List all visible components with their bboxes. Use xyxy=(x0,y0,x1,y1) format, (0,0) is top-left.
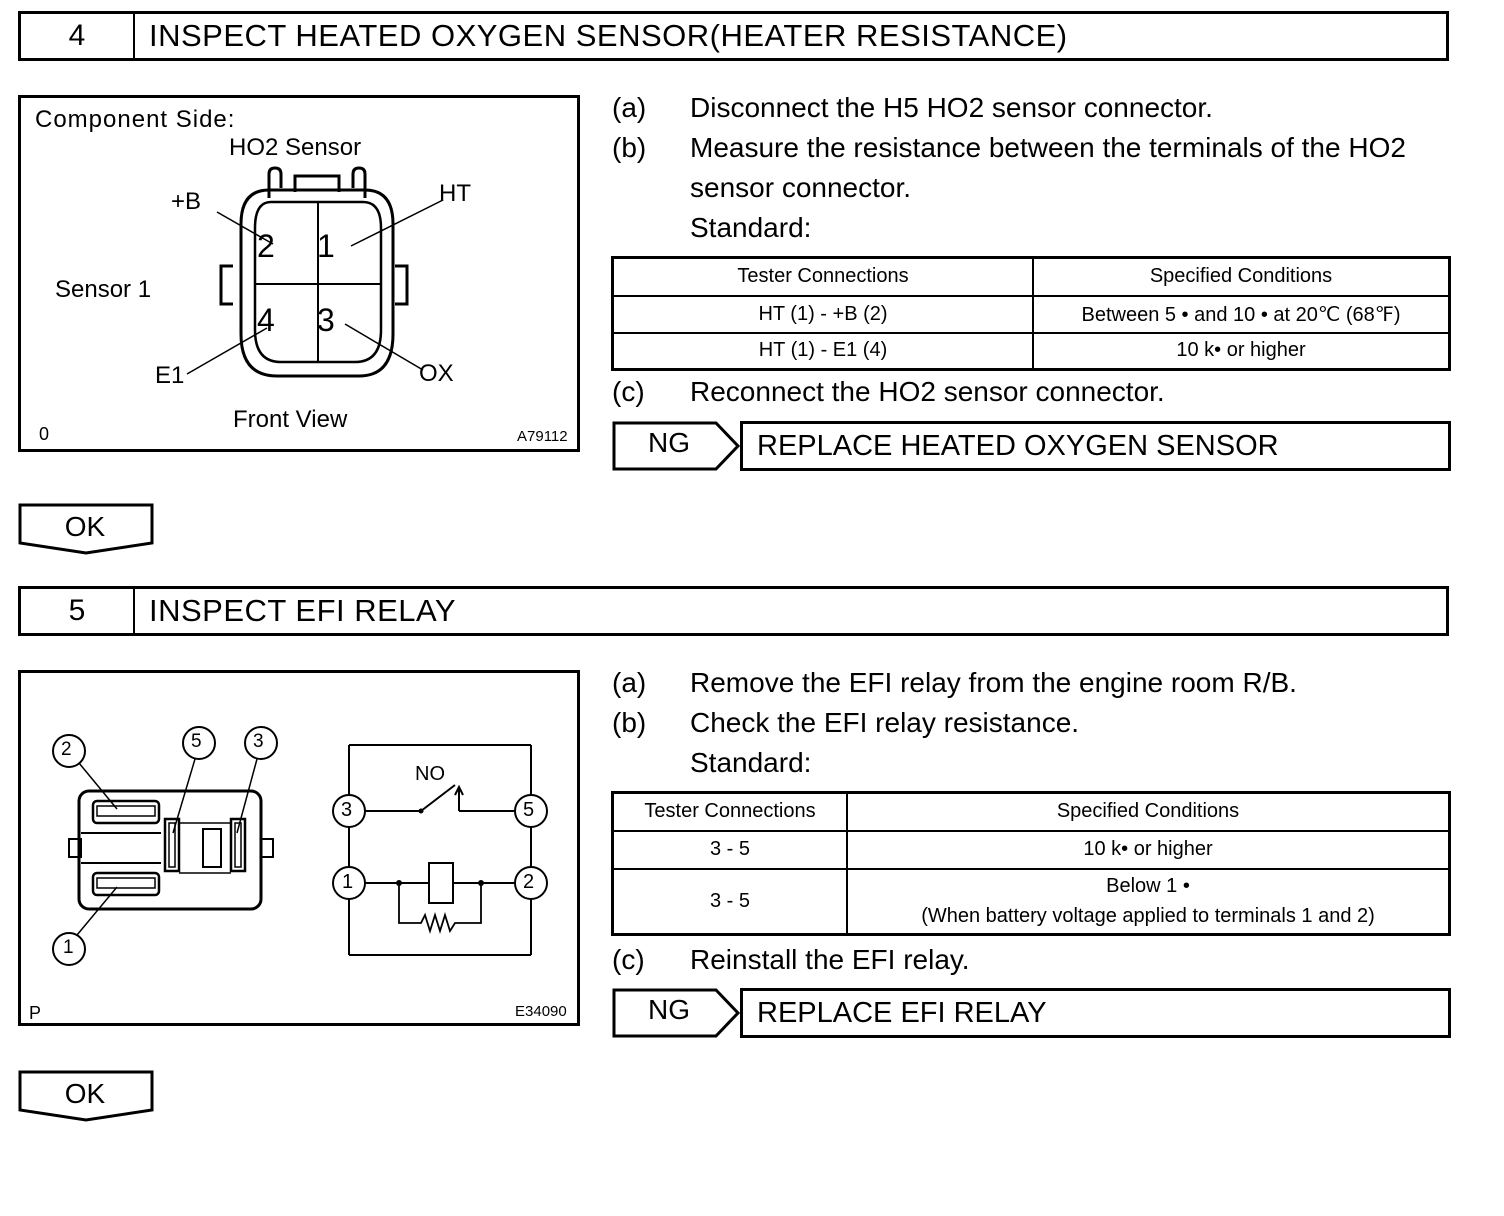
terminal-1: 1 xyxy=(317,228,335,264)
pin-e1-label: E1 xyxy=(155,362,185,389)
front-view-label: Front View xyxy=(233,406,348,433)
efi-relay-figure: 2 5 3 1 NO 3 5 1 2 P E34090 xyxy=(18,670,580,1026)
condition-note: (When battery voltage applied to termina… xyxy=(921,905,1375,928)
step-5-spec-table: Tester Connections Specified Conditions … xyxy=(611,791,1451,936)
pin-b-label: +B xyxy=(171,188,202,215)
table-cell: Below 1 • (When battery voltage applied … xyxy=(846,867,1451,936)
table-row: HT (1) - +B (2) Between 5 • and 10 • at … xyxy=(611,294,1451,334)
step-4-ng-result: NG REPLACE HEATED OXYGEN SENSOR xyxy=(612,421,1452,471)
ng-action: REPLACE HEATED OXYGEN SENSOR xyxy=(740,421,1451,471)
ok-arrow-icon xyxy=(18,1070,154,1122)
step-5-instructions: (a) Remove the EFI relay from the engine… xyxy=(612,663,1452,787)
step-4-spec-table: Tester Connections Specified Conditions … xyxy=(611,256,1451,371)
ng-arrow-icon xyxy=(612,421,741,471)
table-header-row: Tester Connections Specified Conditions xyxy=(611,791,1451,832)
step-5-header: 5 INSPECT EFI RELAY xyxy=(18,586,1449,636)
table-header: Specified Conditions xyxy=(1032,256,1451,297)
step-5-ng-result: NG REPLACE EFI RELAY xyxy=(612,988,1452,1038)
step-4-header: 4 INSPECT HEATED OXYGEN SENSOR(HEATER RE… xyxy=(18,11,1449,61)
standard-label: Standard: xyxy=(690,747,812,778)
condition-line: Below 1 • xyxy=(1106,875,1190,898)
figure-corner-mark: P xyxy=(29,1003,42,1023)
pin-ox-label: OX xyxy=(419,360,454,387)
step-5-ok-arrow: OK xyxy=(18,1070,156,1122)
pin-ht-label: HT xyxy=(439,180,471,207)
instruction-c: (c) Reinstall the EFI relay. xyxy=(612,944,970,975)
table-cell: Between 5 • and 10 • at 20℃ (68℉) xyxy=(1032,294,1451,334)
terminal-2: 2 xyxy=(257,228,275,264)
connector-drawing xyxy=(186,166,444,378)
instruction-c: (c) Reconnect the HO2 sensor connector. xyxy=(612,376,1165,407)
figure-corner-mark: 0 xyxy=(39,424,50,444)
standard-label: Standard: xyxy=(690,212,812,243)
ho2-sensor-figure: Component Side: HO2 Sensor +B HT Sensor … xyxy=(18,95,580,452)
instruction-a: (a) Disconnect the H5 HO2 sensor connect… xyxy=(612,92,1213,123)
figure-code: A79112 xyxy=(517,428,568,445)
relay-drawing xyxy=(52,726,548,966)
ng-action: REPLACE EFI RELAY xyxy=(740,988,1451,1038)
schematic-terminal-2: 2 xyxy=(523,871,535,893)
schematic-terminal-3: 3 xyxy=(341,799,353,821)
callout-5: 5 xyxy=(191,731,202,752)
step-4-instructions: (a) Disconnect the H5 HO2 sensor connect… xyxy=(612,88,1452,258)
step-title: INSPECT EFI RELAY xyxy=(149,593,457,628)
table-header: Tester Connections xyxy=(611,256,1034,297)
instruction-b: (b) Check the EFI relay resistance. xyxy=(612,707,1080,738)
ng-label: NG xyxy=(648,427,690,458)
table-cell: 3 - 5 xyxy=(611,867,848,936)
ok-arrow-icon xyxy=(18,503,154,555)
ng-label: NG xyxy=(648,994,690,1025)
table-row: HT (1) - E1 (4) 10 k• or higher xyxy=(611,331,1451,371)
table-cell: HT (1) - E1 (4) xyxy=(611,331,1034,371)
step-title: INSPECT HEATED OXYGEN SENSOR(HEATER RESI… xyxy=(149,18,1068,53)
callout-1: 1 xyxy=(63,937,74,958)
component-side-label: Component Side: xyxy=(35,106,236,133)
switch-no-label: NO xyxy=(415,763,445,785)
callout-3: 3 xyxy=(253,731,264,752)
figure-code: E34090 xyxy=(515,1003,567,1020)
table-cell: 3 - 5 xyxy=(611,829,848,870)
terminal-4: 4 xyxy=(257,302,275,338)
table-row: 3 - 5 10 k• or higher xyxy=(611,829,1451,870)
table-header: Specified Conditions xyxy=(846,791,1451,832)
sensor-name-label: HO2 Sensor xyxy=(229,134,362,161)
callout-2: 2 xyxy=(61,739,72,760)
table-cell: HT (1) - +B (2) xyxy=(611,294,1034,334)
sensor-1-label: Sensor 1 xyxy=(55,276,152,303)
step-4-ok-arrow: OK xyxy=(18,503,156,555)
table-row: 3 - 5 Below 1 • (When battery voltage ap… xyxy=(611,867,1451,936)
ng-arrow-icon xyxy=(612,988,741,1038)
instruction-b-cont: sensor connector. xyxy=(690,172,912,203)
step-number: 4 xyxy=(21,14,135,58)
table-header: Tester Connections xyxy=(611,791,848,832)
table-cell: 10 k• or higher xyxy=(1032,331,1451,371)
schematic-terminal-1: 1 xyxy=(342,871,354,893)
instruction-b: (b) Measure the resistance between the t… xyxy=(612,132,1406,163)
ok-label: OK xyxy=(64,1078,106,1109)
table-header-row: Tester Connections Specified Conditions xyxy=(611,256,1451,297)
schematic-terminal-5: 5 xyxy=(523,799,535,821)
terminal-3: 3 xyxy=(317,302,335,338)
instruction-a: (a) Remove the EFI relay from the engine… xyxy=(612,667,1297,698)
step-number: 5 xyxy=(21,589,135,633)
table-cell: 10 k• or higher xyxy=(846,829,1451,870)
ok-label: OK xyxy=(64,511,106,542)
